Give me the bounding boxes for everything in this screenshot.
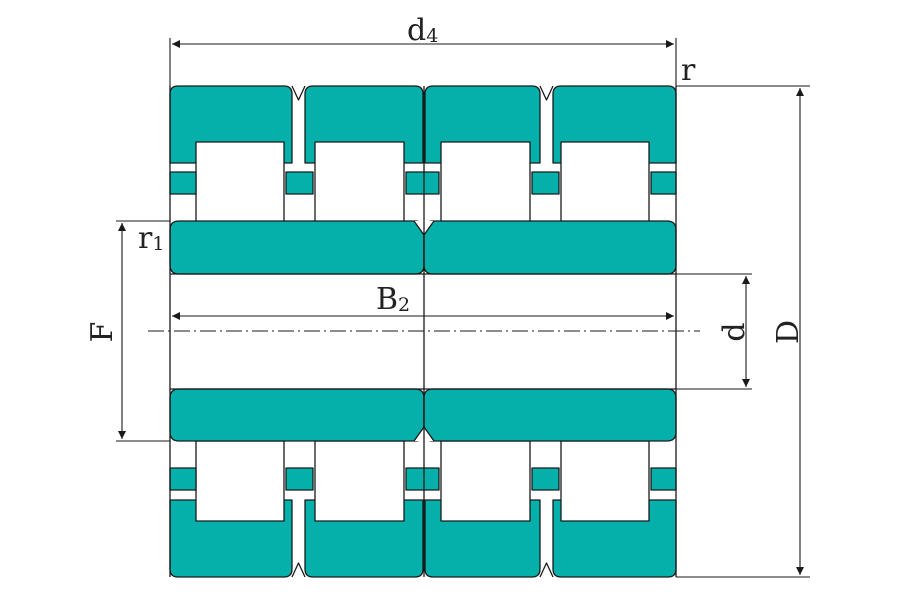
cage-block-top-3 [405, 171, 440, 195]
cage-block-bottom-4 [531, 467, 560, 491]
label-D: D [771, 320, 806, 344]
label-d4: d4 [407, 13, 438, 48]
roller-bottom-1 [195, 440, 285, 522]
cage-block-bottom-3 [405, 467, 440, 491]
cage-block-bottom-1 [169, 467, 197, 491]
roller-bottom-2 [314, 440, 405, 522]
cage-block-bottom-5 [650, 467, 677, 491]
roller-bottom-4 [560, 440, 650, 522]
inner-ring-bottom-left [169, 388, 425, 442]
inner-ring-top-right [423, 220, 677, 275]
label-B2: B2 [376, 282, 410, 317]
cage-block-top-5 [650, 171, 677, 195]
cage-block-top-2 [285, 171, 314, 195]
roller-top-3 [440, 141, 531, 223]
outer-gap-notch-top-1 [291, 85, 306, 101]
roller-bottom-3 [440, 440, 531, 522]
inner-ring-bottom-right [423, 388, 677, 442]
outer-gap-notch-top-2 [539, 85, 554, 101]
roller-top-1 [195, 141, 285, 223]
roller-top-2 [314, 141, 405, 223]
cage-block-top-1 [169, 171, 197, 195]
label-F: F [85, 322, 120, 343]
label-r1: r1 [138, 221, 164, 256]
inner-ring-top-left [169, 220, 425, 275]
roller-top-4 [560, 141, 650, 223]
outer-gap-notch-bottom-1 [291, 562, 306, 578]
label-d: d [717, 322, 752, 341]
cage-block-bottom-2 [285, 467, 314, 491]
label-r: r [681, 53, 696, 88]
outer-gap-notch-bottom-2 [539, 562, 554, 578]
cage-block-top-4 [531, 171, 560, 195]
